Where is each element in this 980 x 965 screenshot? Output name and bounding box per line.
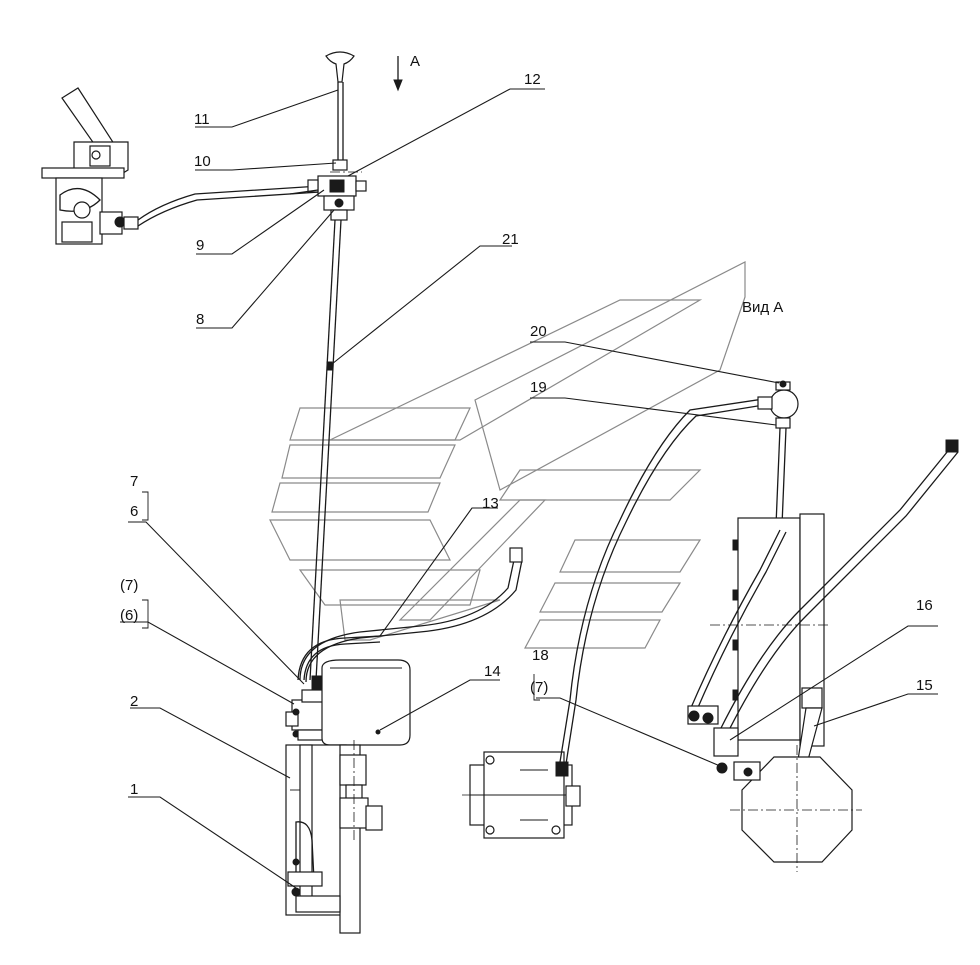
leader-lines bbox=[120, 88, 938, 889]
label-7-paren-b: (7) bbox=[530, 679, 548, 696]
label-11: 11 bbox=[194, 111, 210, 128]
brake-pedal-valve bbox=[41, 87, 139, 245]
pump-housing-1-2 bbox=[285, 740, 383, 934]
tee-fitting bbox=[289, 175, 367, 221]
long-hose-right bbox=[689, 439, 959, 737]
long-rod-21 bbox=[309, 219, 342, 681]
part-labels: 11 10 12 9 8 21 20 19 7 6 (7) (6) 13 14 … bbox=[120, 53, 933, 798]
watermark-logo bbox=[269, 261, 746, 649]
hose-13 bbox=[299, 547, 523, 683]
label-6-paren: (6) bbox=[120, 607, 138, 624]
label-12: 12 bbox=[524, 71, 541, 88]
pipe-to-view-a bbox=[559, 397, 771, 765]
label-brackets bbox=[142, 491, 540, 701]
label-20: 20 bbox=[530, 323, 547, 340]
label-1: 1 bbox=[130, 781, 138, 798]
view-a-arrow-label: А bbox=[410, 53, 420, 70]
label-15: 15 bbox=[916, 677, 933, 694]
label-8: 8 bbox=[196, 311, 204, 328]
control-rod bbox=[325, 51, 362, 173]
label-13: 13 bbox=[482, 495, 499, 512]
label-16: 16 bbox=[916, 597, 933, 614]
label-2: 2 bbox=[130, 693, 138, 710]
label-21: 21 bbox=[502, 231, 519, 248]
label-18: 18 bbox=[532, 647, 549, 664]
label-14: 14 bbox=[484, 663, 501, 680]
label-6: 6 bbox=[130, 503, 138, 520]
brake-line-upper bbox=[137, 185, 321, 227]
label-19: 19 bbox=[530, 379, 547, 396]
brake-chamber-15-16 bbox=[687, 705, 862, 872]
reservoir-14 bbox=[321, 659, 411, 746]
label-9: 9 bbox=[196, 237, 204, 254]
label-7: 7 bbox=[130, 473, 138, 490]
view-a-title: Вид А bbox=[742, 299, 783, 316]
label-7-paren: (7) bbox=[120, 577, 138, 594]
view-a-arrow bbox=[393, 56, 403, 92]
label-10: 10 bbox=[194, 153, 211, 170]
booster-18 bbox=[462, 751, 581, 839]
